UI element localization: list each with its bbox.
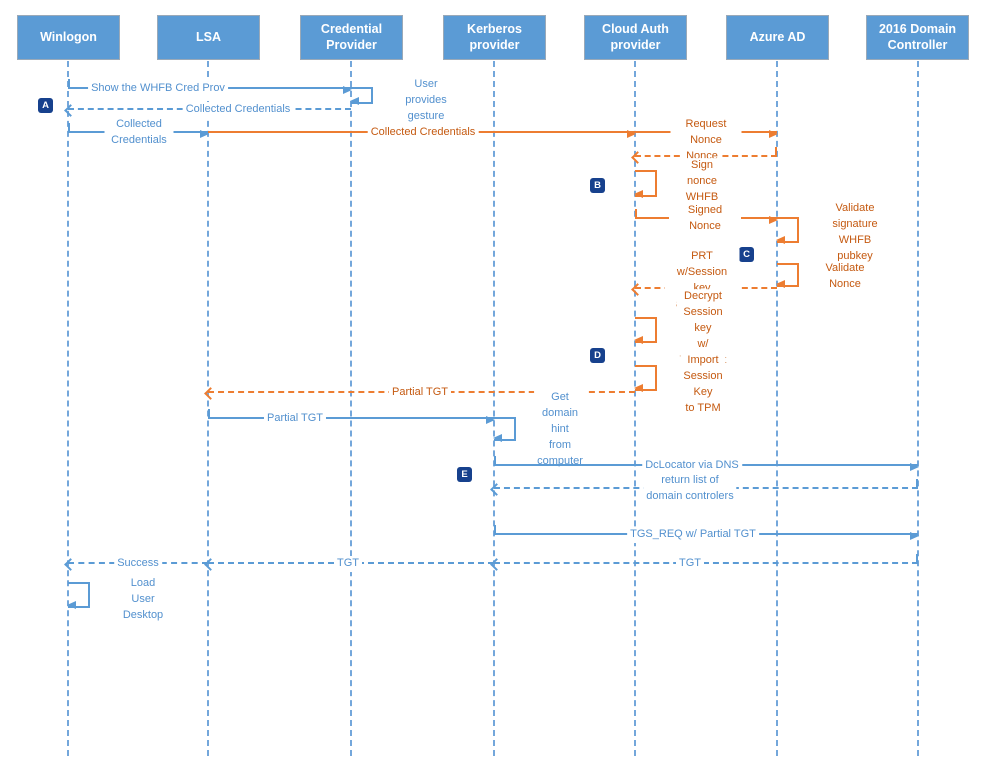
selfloop-import-session-key: Import Session Key to TPM — [634, 353, 726, 417]
selfloop-load-user-desktop: Load User Desktop — [67, 576, 167, 624]
step-badge-c: C — [739, 247, 754, 262]
selfloop-decrypt-session-key: Decrypt Session key w/ Transport key — [634, 289, 730, 385]
message-label: Collected Credentials — [104, 117, 174, 149]
message-label: TGS_REQ w/ Partial TGT — [627, 527, 759, 543]
actor-cloud-auth-provider: Cloud Auth provider — [584, 15, 687, 60]
lifeline-lsa — [207, 61, 209, 756]
arrowhead-icon — [627, 130, 636, 138]
message-label: return list of domain controlers — [643, 473, 737, 505]
actor-kerberos-provider: Kerberos provider — [443, 15, 546, 60]
arrowhead-icon — [769, 130, 778, 138]
arrowhead-icon — [634, 336, 643, 344]
arrowhead-icon — [493, 434, 502, 442]
step-badge-e: E — [457, 467, 472, 482]
message-tgt-to-kerberos: TGT — [490, 554, 918, 572]
step-badge-b: B — [590, 178, 605, 193]
arrowhead-icon — [200, 130, 209, 138]
selfloop-sign-nonce: Sign nonce WHFB privkey — [634, 158, 723, 222]
step-badge-d: D — [590, 348, 605, 363]
message-tgt-to-lsa: TGT — [204, 556, 494, 572]
message-collected-credentials-to-lsa: Collected Credentials — [68, 117, 209, 149]
selfloop-user-provides-gesture: User provides gesture — [350, 77, 450, 125]
arrowhead-icon — [486, 416, 495, 424]
actor-2016-domain-controller: 2016 Domain Controller — [866, 15, 969, 60]
arrowhead-icon — [67, 601, 76, 609]
message-label: TGT — [676, 556, 704, 572]
message-label: Collected Credentials — [182, 102, 294, 118]
message-success: Success — [64, 556, 208, 572]
message-label: DcLocator via DNS — [642, 458, 742, 474]
message-request-nonce: Request Nonce — [635, 117, 778, 149]
message-label: Validate Nonce — [822, 261, 868, 293]
message-tgs-req: TGS_REQ w/ Partial TGT — [494, 525, 919, 543]
arrowhead-icon — [776, 280, 785, 288]
message-label: Import Session Key to TPM — [680, 353, 726, 417]
lifeline-azure-ad — [776, 61, 778, 756]
message-label: Show the WHFB Cred Prov — [88, 81, 228, 97]
message-label: Validate signature WHFB pubkey — [829, 201, 881, 265]
message-nonce: Nonce — [631, 147, 777, 165]
message-label: Signed Nonce — [669, 203, 741, 235]
message-label: Partial TGT — [263, 411, 327, 427]
message-label: Collected Credentials — [367, 125, 479, 141]
actor-winlogon: Winlogon — [17, 15, 120, 60]
message-label: Partial TGT — [388, 385, 452, 401]
selfloop-get-domain-hint: Get domain hint from computer — [493, 390, 586, 470]
lifeline-2016-domain-controller — [917, 61, 919, 756]
message-show-whfb-cred-prov: Show the WHFB Cred Prov — [68, 79, 352, 97]
actor-credential-provider: Credential Provider — [300, 15, 403, 60]
lifeline-credential-provider — [350, 61, 352, 756]
arrowhead-icon — [350, 97, 359, 105]
arrowhead-icon — [910, 532, 919, 540]
message-signed-nonce: Signed Nonce — [635, 203, 778, 235]
message-label: TGT — [334, 556, 362, 572]
message-dclocator-via-dns: DcLocator via DNS — [494, 456, 919, 474]
selfloop-validate-nonce: Validate Nonce — [776, 261, 868, 293]
message-partial-tgt-to-lsa: Partial TGT — [204, 385, 635, 401]
message-partial-tgt-to-kerberos: Partial TGT — [208, 409, 495, 427]
arrowhead-icon — [343, 86, 352, 94]
message-label: Load User Desktop — [119, 576, 167, 624]
message-return-dc-list: return list of domain controlers — [490, 473, 918, 505]
lifeline-winlogon — [67, 61, 69, 756]
message-label: Request Nonce — [670, 117, 742, 149]
actor-azure-ad: Azure AD — [726, 15, 829, 60]
message-label: Success — [114, 556, 162, 572]
arrowhead-icon — [776, 236, 785, 244]
message-collected-credentials-return: Collected Credentials — [64, 102, 351, 118]
arrowhead-icon — [634, 384, 643, 392]
message-collected-credentials-to-cloudauth: Collected Credentials — [208, 125, 636, 141]
arrowhead-icon — [634, 190, 643, 198]
lifeline-cloud-auth-provider — [634, 61, 636, 756]
lifeline-kerberos-provider — [493, 61, 495, 756]
message-label: User provides gesture — [402, 77, 450, 125]
message-label: Get domain hint from computer — [534, 390, 586, 470]
arrowhead-icon — [769, 216, 778, 224]
step-badge-a: A — [38, 98, 53, 113]
arrowhead-icon — [910, 463, 919, 471]
actor-lsa: LSA — [157, 15, 260, 60]
selfloop-validate-signature: Validate signature WHFB pubkey — [776, 201, 881, 265]
